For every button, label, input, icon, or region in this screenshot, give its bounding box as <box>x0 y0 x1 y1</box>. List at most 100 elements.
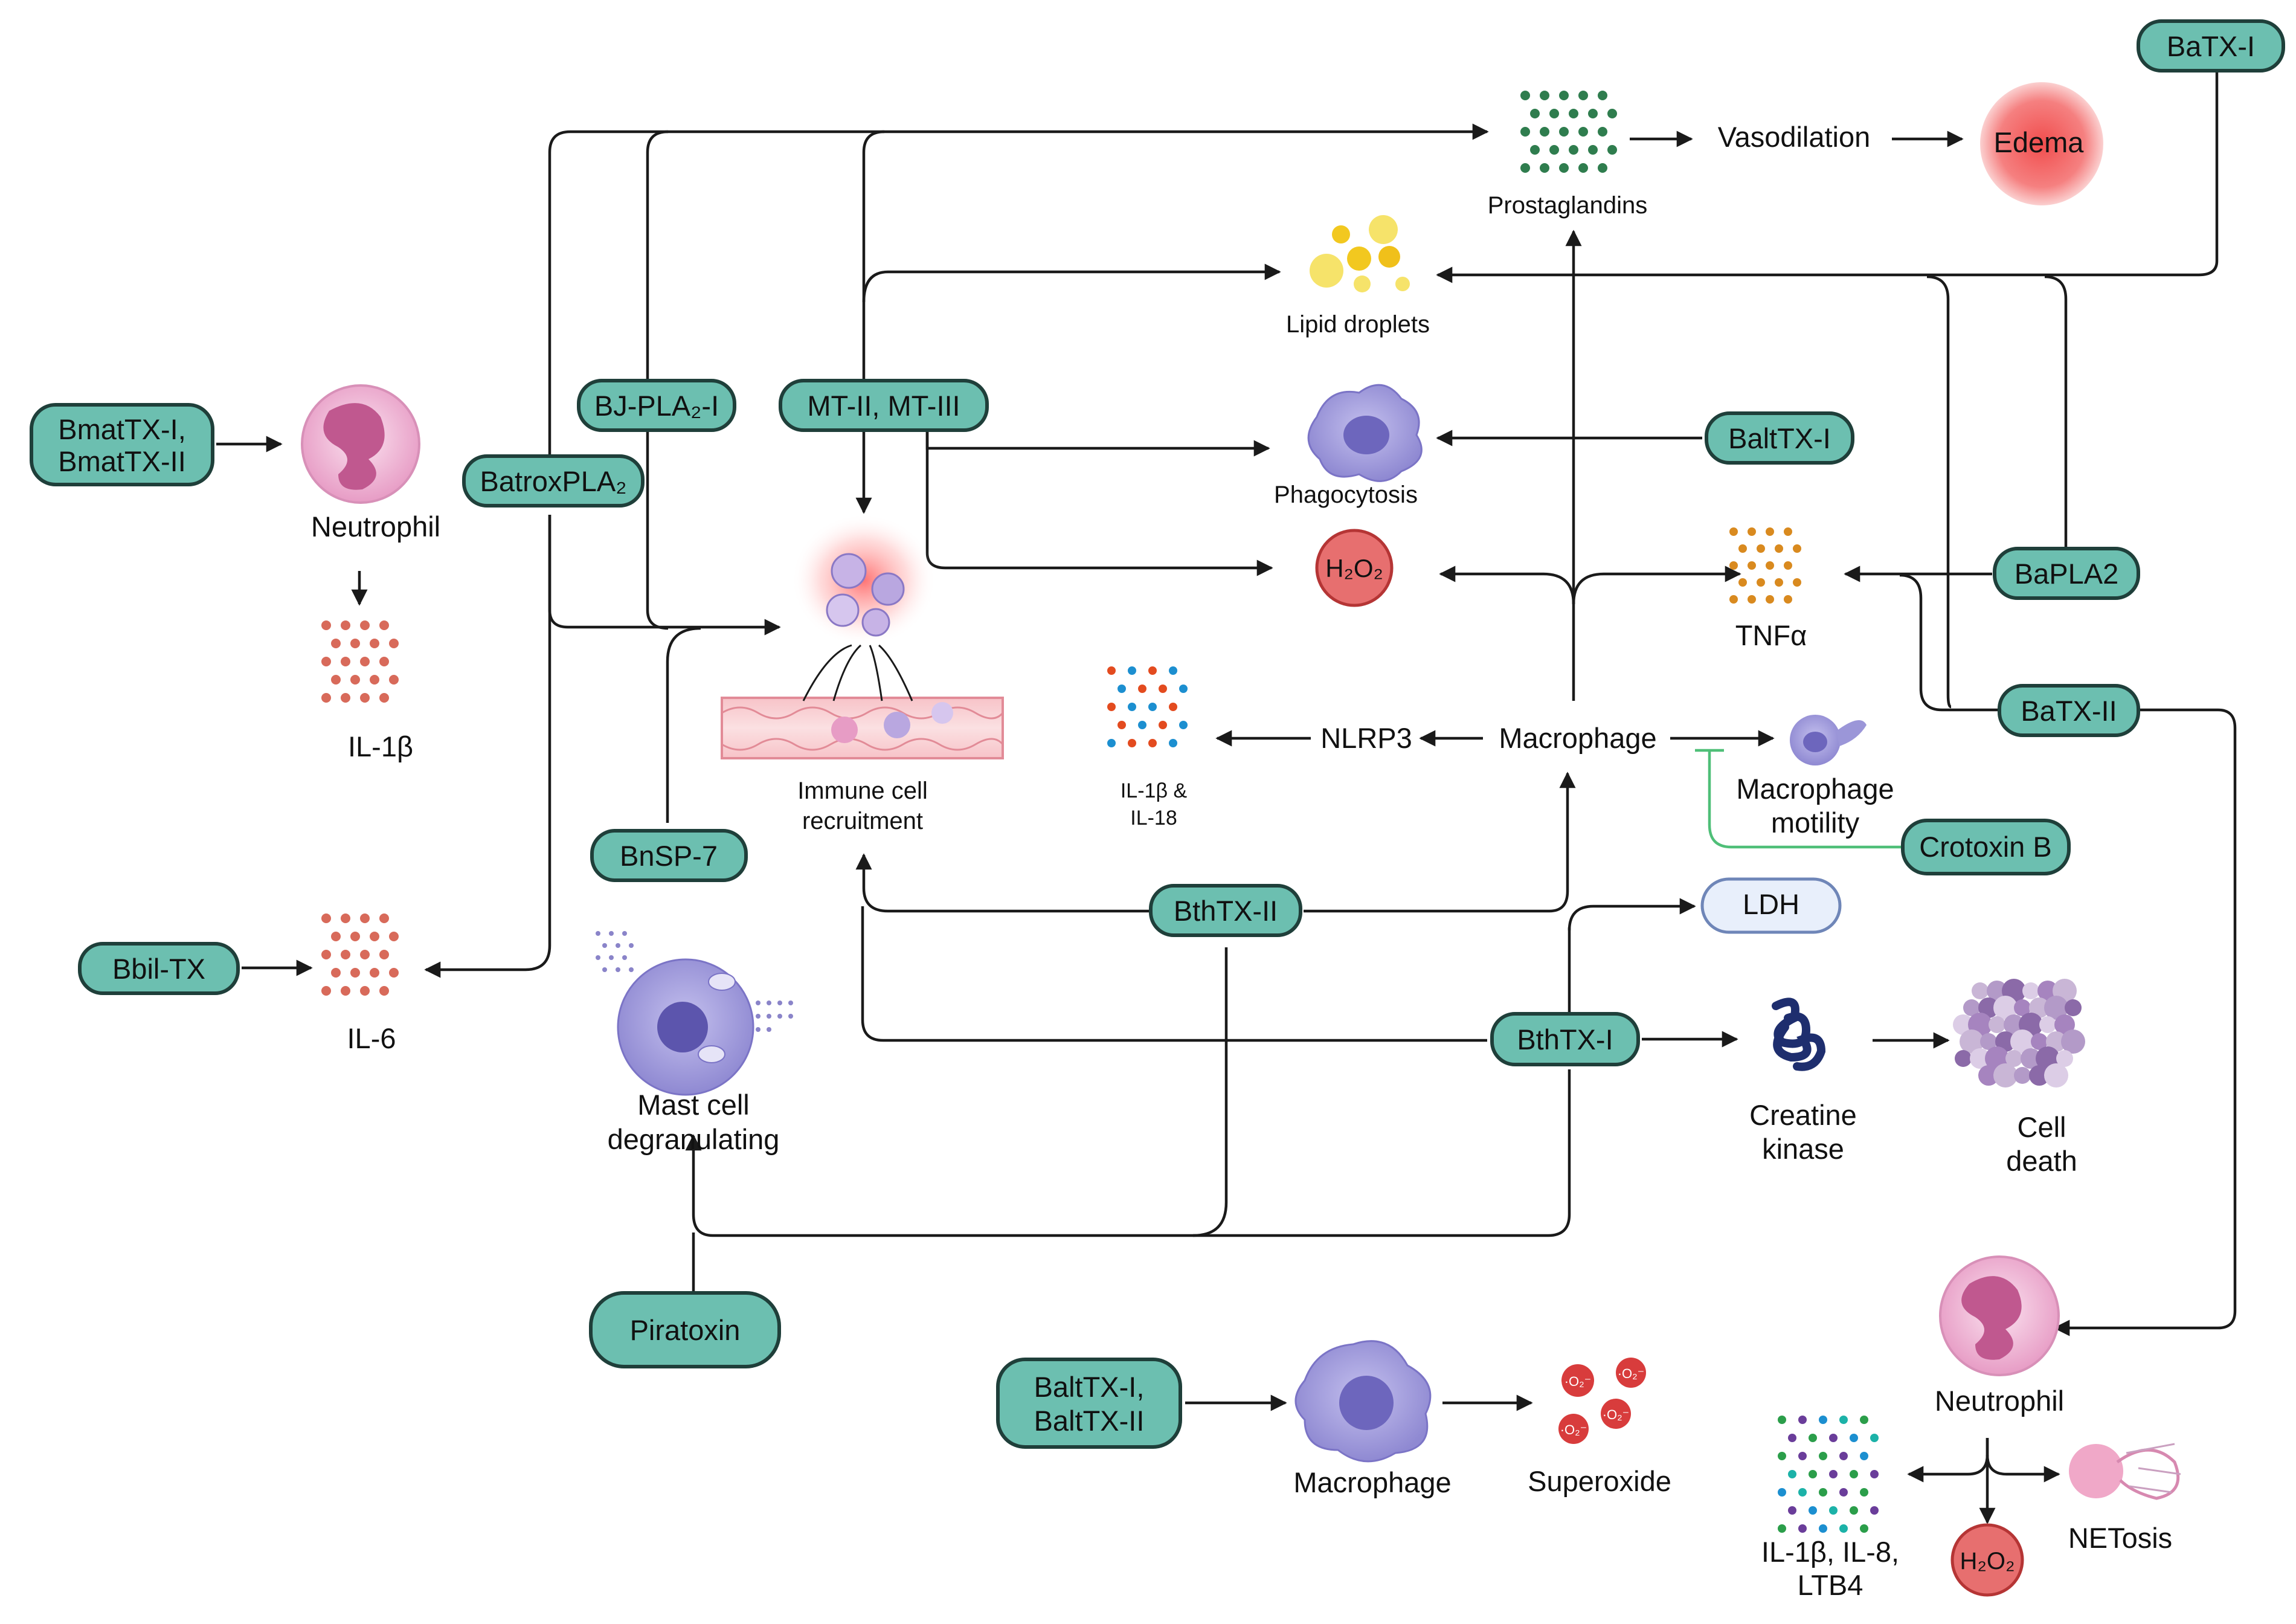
dot <box>1169 739 1177 747</box>
toxin-bthtx1[interactable]: BthTX-I <box>1490 1012 1640 1066</box>
macrophage-motility-label-1: Macrophage <box>1736 773 1894 805</box>
dot <box>370 639 379 648</box>
il6-dots-icon <box>321 914 399 996</box>
dot <box>2014 999 2031 1016</box>
immune-recruitment-icon <box>721 514 1004 759</box>
toxin-bapla2[interactable]: BaPLA2 <box>1993 547 2140 600</box>
dot <box>2010 1030 2034 1054</box>
dot <box>1798 1452 1807 1460</box>
dot <box>2004 1014 2024 1035</box>
dot <box>1169 703 1177 711</box>
dot <box>788 1000 793 1005</box>
dot <box>370 675 379 685</box>
lipid-droplets-icon <box>1310 215 1410 292</box>
toxin-batx2-label: BaTX-II <box>2021 695 2117 727</box>
dot <box>1775 578 1783 587</box>
il1b-il18-dots-icon <box>1107 666 1188 747</box>
dot <box>1870 1506 1879 1515</box>
dot <box>389 639 399 648</box>
dot <box>1729 595 1738 604</box>
dot <box>1729 561 1738 570</box>
toxin-batx2[interactable]: BaTX-II <box>1998 684 2140 737</box>
dot <box>1839 1452 1848 1460</box>
toxin-bjpla2[interactable]: BJ-PLA₂-I <box>577 379 736 432</box>
dot <box>1793 578 1801 587</box>
dot <box>1578 127 1588 137</box>
dot <box>1607 109 1617 118</box>
il1b-il8-ltb4-dots-icon <box>1778 1416 1879 1533</box>
toxin-batx1[interactable]: BaTX-I <box>2137 19 2285 72</box>
mast-granules-icon <box>596 931 793 1032</box>
dot <box>360 986 370 996</box>
toxin-bthtx2[interactable]: BthTX-II <box>1149 884 1302 937</box>
dot <box>350 932 360 941</box>
dot <box>767 1027 771 1032</box>
dot <box>2031 1033 2048 1050</box>
dot <box>341 950 350 959</box>
toxin-balttx12[interactable]: BaltTX-I, BaltTX-II <box>996 1358 1182 1449</box>
ldh-icon <box>1700 877 1842 934</box>
toxin-bbiltx-label: Bbil-TX <box>112 953 205 985</box>
macrophage-motility-icon <box>1790 715 1867 765</box>
dot <box>1819 1524 1827 1533</box>
dot <box>1860 1524 1868 1533</box>
neutrophil-bottom-icon <box>1939 1255 2060 1376</box>
dot <box>1766 527 1774 536</box>
toxin-mt[interactable]: MT-II, MT-III <box>779 379 989 432</box>
superoxide-label: Superoxide <box>1528 1465 1671 1497</box>
toxin-bmattx[interactable]: BmatTX-I, BmatTX-II <box>30 403 214 486</box>
dot <box>2029 1065 2050 1086</box>
dot <box>1748 595 1756 604</box>
toxin-piratoxin[interactable]: Piratoxin <box>589 1291 781 1368</box>
dot <box>1128 703 1136 711</box>
dot <box>1520 91 1530 100</box>
dot <box>379 657 389 666</box>
dot <box>350 675 360 685</box>
mast-cell-label-2: degranulating <box>608 1123 780 1155</box>
dot <box>1766 561 1774 570</box>
dot <box>1839 1488 1848 1497</box>
dot <box>379 950 389 959</box>
dot <box>1860 1416 1868 1424</box>
dot <box>629 943 634 948</box>
il1b-dots-icon <box>321 620 399 703</box>
dot <box>1530 109 1540 118</box>
toxin-balttx1[interactable]: BaltTX-I <box>1705 411 1854 465</box>
dot <box>1540 163 1549 173</box>
superoxide-symbol: ·O₂⁻ <box>1603 1407 1630 1422</box>
edema-icon <box>1980 82 2103 205</box>
dot <box>360 693 370 703</box>
dot <box>379 914 389 923</box>
dot <box>331 675 341 685</box>
dot <box>1960 1030 1984 1054</box>
dot <box>1970 1048 1990 1069</box>
superoxide-symbol: ·O₂⁻ <box>1560 1422 1587 1437</box>
superoxide-symbol: ·O₂⁻ <box>1564 1374 1592 1389</box>
toxin-bmattx-label-1: BmatTX-I, <box>58 413 186 445</box>
dot <box>1850 1506 1858 1515</box>
dot <box>1549 109 1559 118</box>
dot <box>1850 1434 1858 1442</box>
dot <box>609 955 614 960</box>
toxin-batroxpla2[interactable]: BatroxPLA₂ <box>462 454 645 507</box>
dot <box>1729 527 1738 536</box>
toxin-bnsp7[interactable]: BnSP-7 <box>590 829 748 882</box>
creatine-kinase-label-1: Creatine <box>1749 1099 1857 1131</box>
dot <box>1972 982 1989 999</box>
toxin-crotoxinb-label: Crotoxin B <box>1919 831 2051 863</box>
dot <box>1850 1470 1858 1478</box>
dot <box>1578 91 1588 100</box>
dot <box>1860 1488 1868 1497</box>
dot <box>1738 578 1747 587</box>
prostaglandins-label: Prostaglandins <box>1488 192 1648 219</box>
dot <box>756 1027 761 1032</box>
phagocytosis-macrophage-icon <box>1307 384 1423 482</box>
toxin-crotoxinb[interactable]: Crotoxin B <box>1901 819 2071 875</box>
dot <box>1148 739 1157 747</box>
dot <box>1993 996 2018 1020</box>
edema-label: Edema <box>1994 126 2085 158</box>
toxin-bbiltx[interactable]: Bbil-TX <box>78 942 240 995</box>
toxin-bmattx-label-2: BmatTX-II <box>58 445 186 477</box>
il-cytokines-label-2: LTB4 <box>1798 1569 1863 1601</box>
